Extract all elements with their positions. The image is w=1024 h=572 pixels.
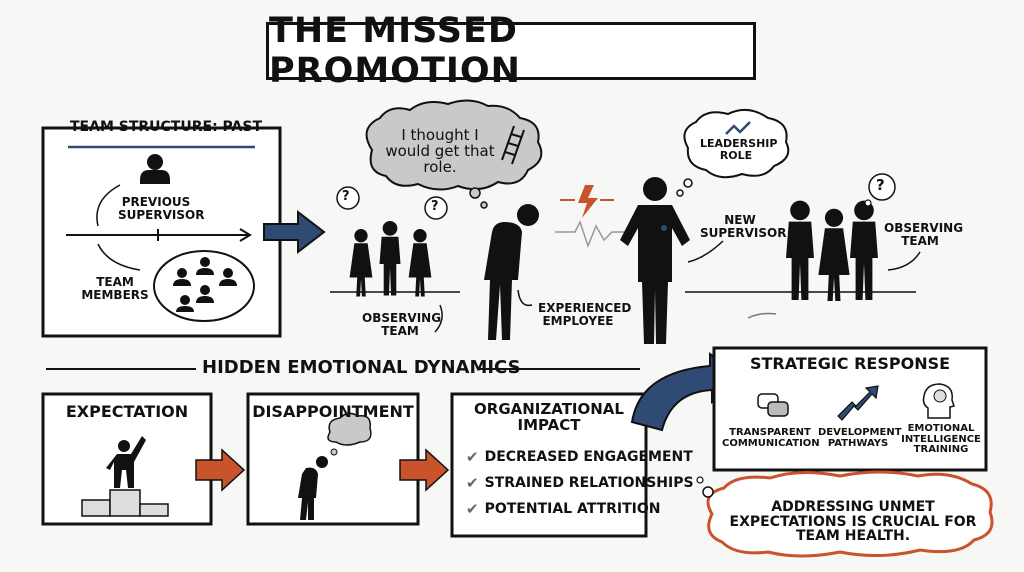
experienced-employee-label: EXPERIENCED EMPLOYEE — [538, 301, 632, 328]
impact-item: ✔STRAINED RELATIONSHIPS — [466, 474, 694, 492]
disappointment-label: DISAPPOINTMENT — [252, 402, 414, 421]
team-members-label: TEAM MEMBERS — [81, 275, 149, 302]
ladder-icon — [501, 125, 525, 165]
impact-item: ✔DECREASED ENGAGEMENT — [466, 448, 693, 466]
lightning-icon — [578, 185, 598, 218]
team-structure-panel — [41, 126, 282, 338]
question-mark-right: ? — [876, 176, 885, 194]
strategic-response-heading: STRATEGIC RESPONSE — [749, 354, 951, 373]
page-title: THE MISSED PROMOTION — [266, 11, 756, 91]
leadership-role-label: LEADERSHIP ROLE — [700, 137, 778, 162]
observing-team-right-label: OBSERVING TEAM — [884, 221, 964, 248]
check-icon: ✔ — [466, 448, 479, 466]
thought-cloud — [365, 99, 543, 209]
observing-team-left-label: OBSERVING TEAM — [362, 311, 442, 338]
expectation-label: EXPECTATION — [65, 402, 189, 421]
observing-team-left-figures — [349, 220, 432, 297]
strategy-item-communication: TRANSPARENT COMMUNICATION — [722, 427, 820, 449]
head-brain-icon — [922, 383, 955, 419]
callout-text: ADDRESSING UNMET EXPECTATIONS IS CRUCIAL… — [729, 499, 977, 545]
sad-figure-icon — [298, 412, 372, 520]
impact-title: ORGANIZATIONAL IMPACT — [474, 400, 624, 434]
flow-arrow-icon — [399, 448, 450, 492]
observing-team-right-figures — [786, 200, 878, 301]
question-mark-mid: ? — [431, 199, 439, 214]
question-bubble-right-icon — [864, 173, 896, 207]
question-bubble-left-icon — [336, 186, 448, 220]
trend-up-icon — [725, 121, 751, 135]
previous-supervisor-icon — [140, 154, 170, 184]
podium-icon — [81, 436, 169, 517]
impact-item: ✔POTENTIAL ATTRITION — [466, 500, 661, 518]
flow-arrow-icon — [195, 448, 246, 492]
leadership-role-cloud — [676, 108, 790, 197]
transition-arrow-icon — [263, 209, 326, 255]
strategy-item-pathways: DEVELOPMENT PATHWAYS — [818, 427, 902, 449]
check-icon: ✔ — [466, 474, 479, 492]
callout-cloud — [696, 470, 994, 558]
thought-bubble-text: I thought I would get that role. — [385, 126, 495, 176]
impact-box — [450, 392, 648, 538]
check-icon: ✔ — [466, 500, 479, 518]
new-supervisor-label: NEW SUPERVISOR — [700, 213, 787, 240]
dynamics-heading: HIDDEN EMOTIONAL DYNAMICS — [202, 357, 521, 378]
strategy-item-ei-training: EMOTIONAL INTELLIGENCE TRAINING — [901, 423, 981, 455]
speech-bubbles-icon — [757, 393, 789, 417]
disappointment-box — [246, 392, 420, 526]
new-supervisor-figure — [620, 177, 690, 344]
team-structure-heading: TEAM STRUCTURE: PAST — [70, 119, 262, 135]
previous-supervisor-label: PREVIOUS SUPERVISOR — [118, 195, 205, 222]
experienced-employee-figure — [484, 204, 539, 340]
question-mark-left: ? — [342, 189, 350, 204]
growth-arrow-icon — [837, 385, 879, 421]
